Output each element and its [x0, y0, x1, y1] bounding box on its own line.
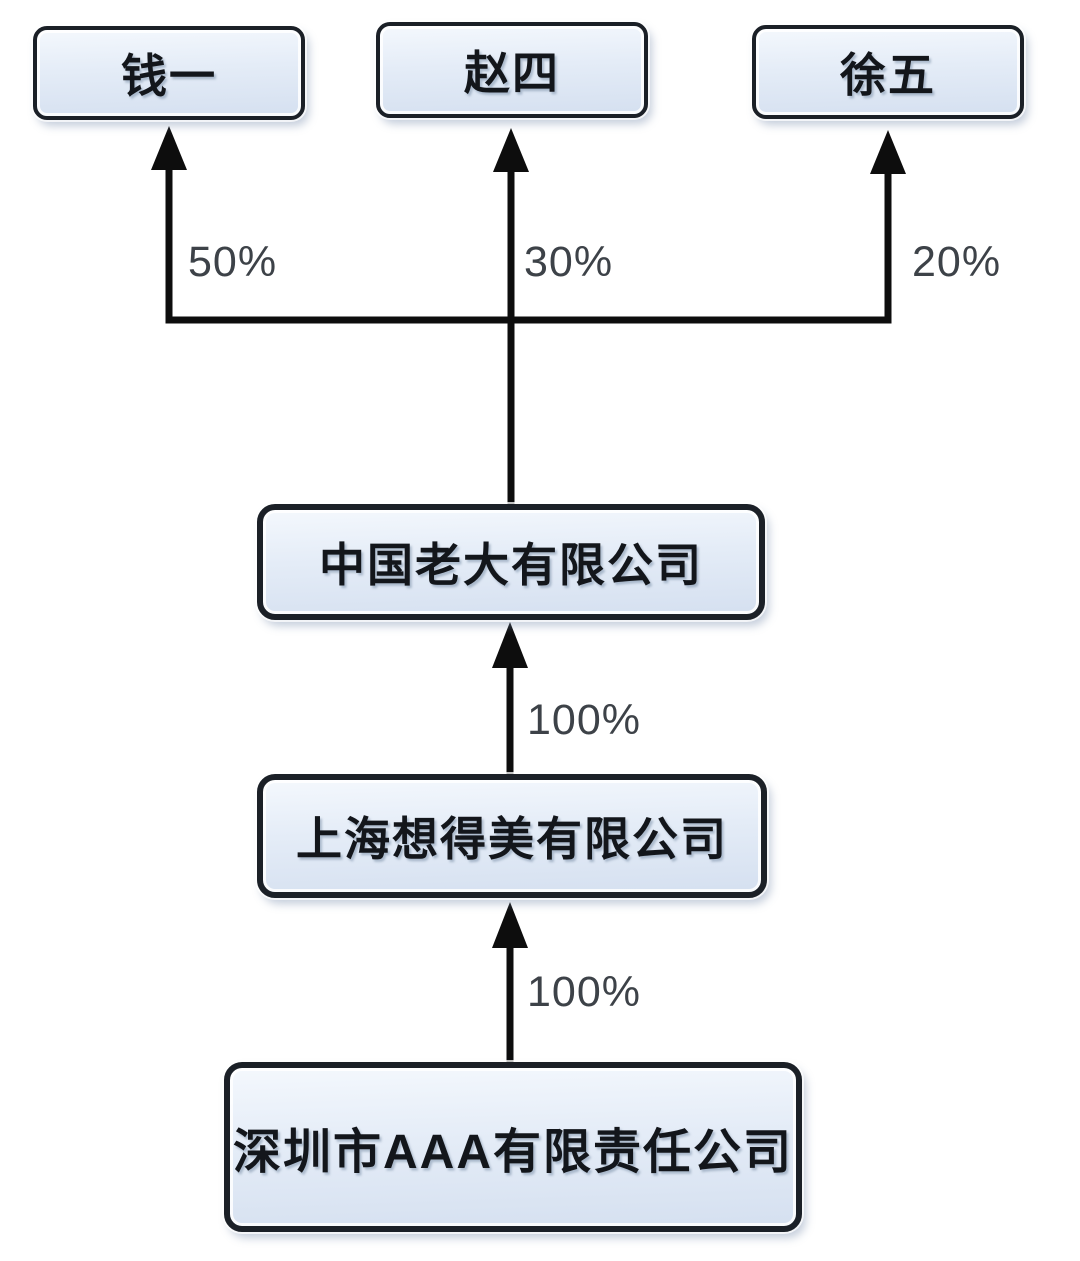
shareholder-box-xuwu: 徐五: [752, 25, 1024, 119]
company-label-shanghai-xiangdemei: 上海想得美有限公司: [296, 813, 728, 865]
company-box-shenzhen-aaa: 深圳市AAA有限责任公司: [224, 1062, 802, 1232]
arrowhead-up-xuwu-icon: [870, 130, 906, 174]
company-label-shenzhen-aaa: 深圳市AAA有限责任公司: [233, 1126, 793, 1179]
company-box-china-laoda: 中国老大有限公司: [257, 504, 765, 620]
shareholder-label-zhaosi: 赵四: [464, 47, 560, 99]
shareholder-box-zhaosi: 赵四: [376, 22, 648, 118]
company-label-china-laoda: 中国老大有限公司: [319, 539, 703, 591]
arrowhead-up-china-icon: [492, 622, 528, 668]
arrowhead-up-qianyi-icon: [151, 126, 187, 170]
shareholder-label-qianyi: 钱一: [121, 50, 217, 102]
percent-label-xuwu: 20%: [912, 238, 1002, 286]
company-box-shanghai-xiangdemei: 上海想得美有限公司: [257, 774, 767, 898]
percent-label-zhaosi: 30%: [524, 238, 614, 286]
branch-rail-line: [165, 152, 892, 324]
arrowhead-up-zhaosi-icon: [493, 128, 529, 172]
percent-label-qianyi: 50%: [188, 238, 278, 286]
percent-label-shenzhen-to-shanghai: 100%: [527, 968, 641, 1016]
percent-label-shanghai-to-china: 100%: [527, 696, 641, 744]
shareholder-box-qianyi: 钱一: [33, 26, 305, 120]
arrowhead-up-shanghai-icon: [492, 902, 528, 948]
shareholder-label-xuwu: 徐五: [840, 49, 936, 101]
